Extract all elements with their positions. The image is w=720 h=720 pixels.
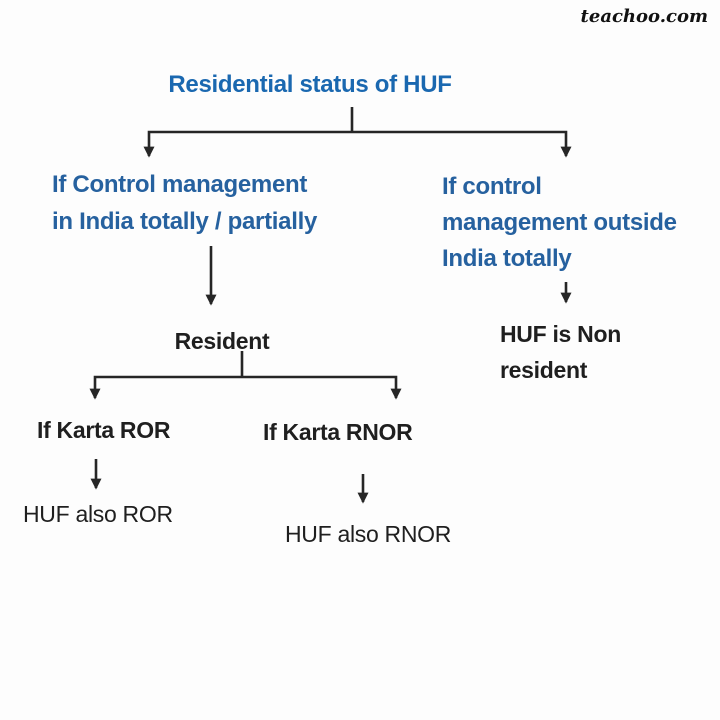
node-root-title: Residential status of HUF: [168, 71, 452, 98]
right-condition-line2: management outside: [442, 209, 677, 236]
node-karta-rnor: If Karta RNOR: [263, 419, 413, 445]
right-condition-line1: If control: [442, 173, 542, 200]
right-condition-line3: India totally: [442, 245, 572, 272]
node-right-condition: If control management outside India tota…: [442, 169, 677, 277]
left-condition-line1: If Control management: [52, 171, 308, 198]
non-resident-line1: HUF is Non: [500, 321, 621, 347]
node-non-resident: HUF is Non resident: [500, 316, 621, 388]
non-resident-line2: resident: [500, 357, 588, 383]
resident-branch-bar: [89, 375, 402, 400]
node-left-condition: If Control management in India totally /…: [52, 166, 317, 240]
node-huf-ror: HUF also ROR: [23, 501, 173, 527]
teachoo-watermark: teachoo.com: [580, 6, 708, 27]
node-huf-rnor: HUF also RNOR: [285, 521, 452, 547]
node-karta-ror: If Karta ROR: [37, 417, 171, 443]
left-condition-line2: in India totally / partially: [52, 208, 317, 235]
node-resident: Resident: [174, 328, 270, 354]
top-branch-bar: [143, 130, 572, 158]
